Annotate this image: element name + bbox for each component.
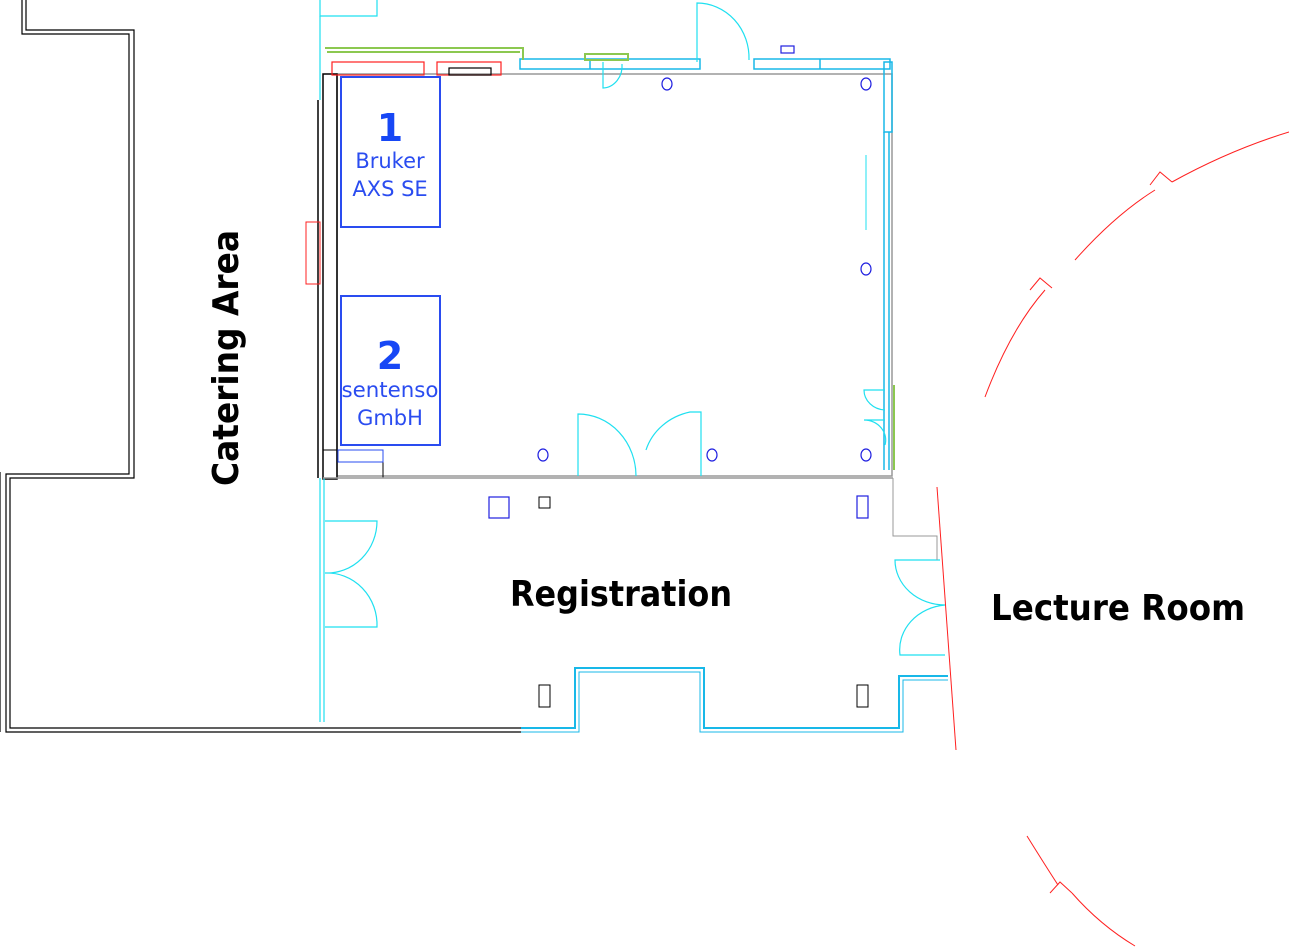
doors [324,2,946,656]
booth-2[interactable]: 2 sentenso GmbH [340,295,441,446]
catering-area-label: Catering Area [206,230,247,486]
lecture-room-walls [936,131,1289,947]
fixtures [538,155,869,708]
outer-walls [0,0,521,733]
left-glass-wall [319,0,378,722]
exhibition-room-walls [305,73,893,480]
booth-2-name-line1: sentenso [342,378,439,402]
booth-1-name-line1: Bruker [355,149,425,173]
booth-2-number: 2 [377,334,403,378]
top-elements-green [325,47,895,470]
booth-1-number: 1 [377,106,403,150]
registration-label: Registration [510,574,732,615]
top-elements-red [331,61,502,76]
booth-1[interactable]: 1 Bruker AXS SE [340,76,441,228]
top-windows [519,58,893,470]
lecture-room-label: Lecture Room [991,588,1245,629]
registration-walls [323,477,948,733]
booth-2-name-line2: GmbH [357,406,423,430]
columns [488,45,872,519]
booth-1-name-line2: AXS SE [352,177,427,201]
